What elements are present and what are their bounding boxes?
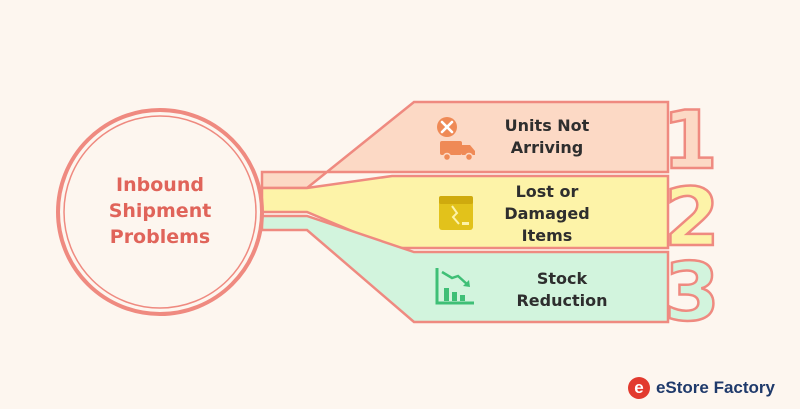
brand-name: eStore Factory	[655, 378, 775, 397]
center-circle	[56, 108, 264, 316]
item-2-label: Lost or Damaged Items	[472, 181, 622, 247]
item-2-label-line: Lost or	[515, 182, 579, 201]
item-2-label-line: Damaged	[504, 204, 590, 223]
damaged-box-icon	[439, 196, 473, 230]
center-title-line: Shipment	[108, 200, 212, 222]
number-3: 3	[664, 246, 720, 339]
item-1-label-line: Arriving	[510, 138, 584, 157]
center-title-line: Problems	[109, 226, 211, 248]
item-3-label-line: Stock	[536, 269, 588, 288]
item-2-label-line: Items	[521, 226, 573, 245]
item-3-label-line: Reduction	[516, 291, 608, 310]
brand-logo: e eStore Factory	[627, 374, 775, 402]
declining-chart-icon	[435, 268, 474, 305]
number-2: 2	[664, 171, 720, 264]
item-1-label-line: Units Not	[504, 116, 590, 135]
center-title-line: Inbound	[116, 174, 204, 196]
band-3	[260, 214, 670, 324]
item-3-label: Stock Reduction	[487, 268, 637, 312]
truck-cancel-icon	[437, 117, 475, 162]
brand-mark-icon: e	[627, 377, 650, 399]
item-1-label: Units Not Arriving	[472, 115, 622, 159]
center-title: Inbound Shipment Problems	[62, 172, 258, 250]
number-1: 1	[662, 94, 718, 187]
